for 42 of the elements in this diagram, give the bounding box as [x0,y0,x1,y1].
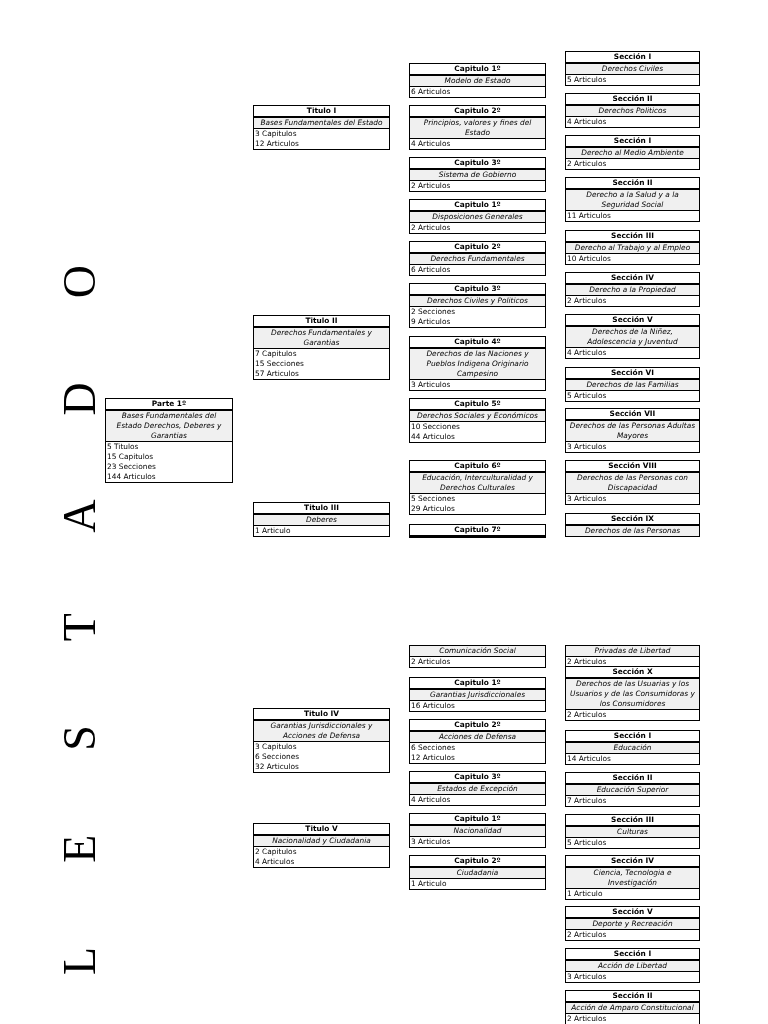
outline-card [565,460,700,505]
outline-card [565,772,700,807]
outline-card [565,855,700,900]
outline-card [409,157,546,192]
outline-card [565,177,700,222]
outline-card [565,230,700,265]
outline-card [565,730,700,765]
outline-card [565,948,700,983]
outline-card [565,314,700,359]
outline-card [565,367,700,402]
outline-card [409,398,546,443]
vertical-heading: LESTADO [57,181,103,975]
outline-card [565,93,700,128]
outline-card [253,708,390,773]
outline-card [409,63,546,98]
outline-card [409,813,546,848]
outline-card [565,645,700,668]
outline-card [409,645,546,668]
outline-card [409,336,546,391]
outline-card [565,272,700,307]
outline-card [565,408,700,453]
outline-card [253,502,390,537]
outline-card [409,677,546,712]
outline-card [565,666,700,721]
outline-card [565,990,700,1024]
outline-card [253,315,390,380]
outline-card [565,51,700,86]
outline-card [253,823,390,868]
outline-card [565,513,700,537]
outline-card [409,283,546,328]
outline-card [409,460,546,515]
outline-card [409,199,546,234]
outline-card [565,135,700,170]
outline-card [409,855,546,890]
outline-card [253,105,390,150]
outline-card [409,719,546,764]
outline-card [565,906,700,941]
outline-card [409,105,546,150]
outline-card [105,398,233,483]
outline-card [409,241,546,276]
outline-card [565,814,700,849]
outline-card [409,771,546,806]
